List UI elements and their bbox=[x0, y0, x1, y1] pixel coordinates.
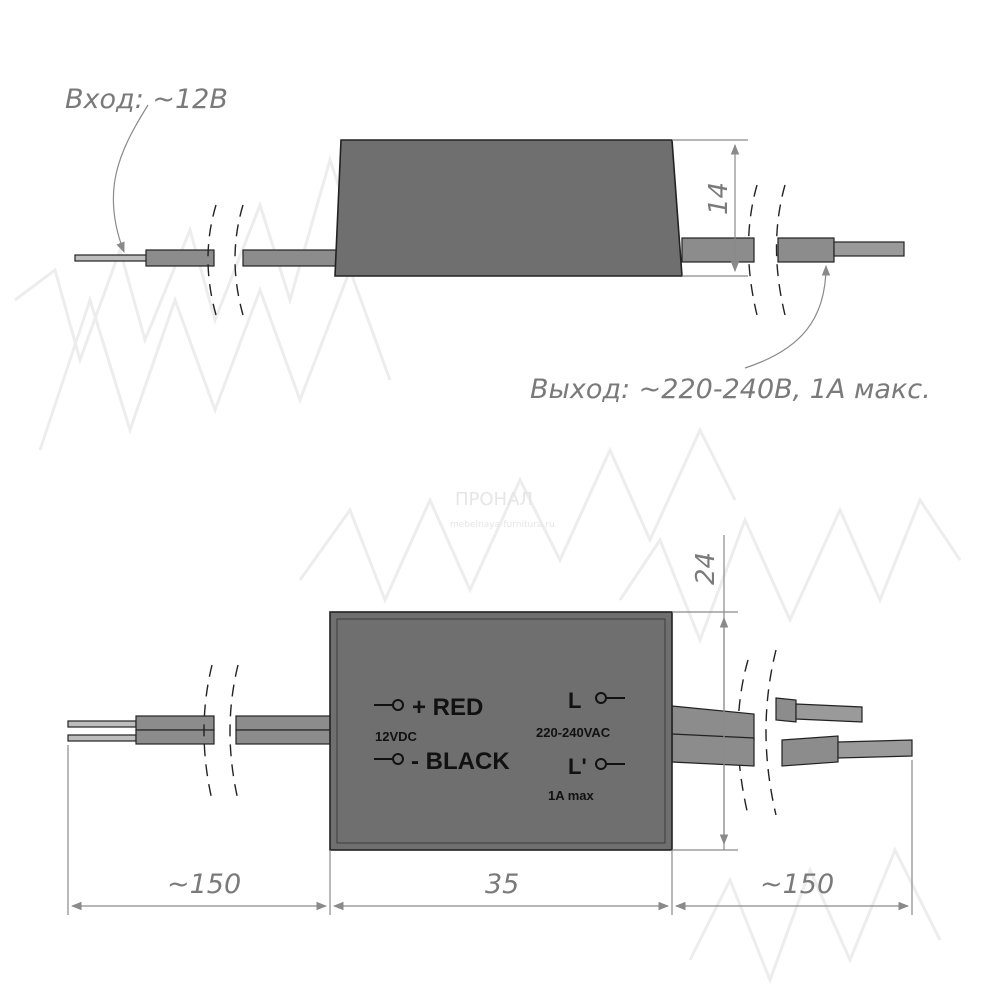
device-body-bevel bbox=[336, 618, 666, 844]
watermark: ПРОНАЛ mebelnaya-furnitura.ru bbox=[14, 154, 962, 985]
side-view: 14 Вход: ~12В Выход: ~220-240В, 1А макс. bbox=[65, 84, 931, 405]
output-wire-thin bbox=[833, 241, 905, 257]
pin-symbols bbox=[374, 692, 625, 770]
output-cable-lprime-segment-2 bbox=[781, 735, 839, 767]
dim-height-bottom-text: 24 bbox=[691, 552, 721, 585]
dim-left-cable-text: ~150 bbox=[167, 869, 241, 900]
output-cable-lprime-segment-1 bbox=[671, 733, 755, 767]
voltage-in-label: 12VDC bbox=[375, 729, 418, 744]
input-cable-core-2a bbox=[135, 729, 215, 745]
input-cable-core-1b bbox=[235, 715, 333, 731]
current-max-label: 1A max bbox=[548, 788, 595, 803]
dim-height-top-text: 14 bbox=[704, 182, 734, 215]
dimension-height-top bbox=[672, 139, 748, 277]
input-wire-red bbox=[67, 720, 137, 728]
input-wire-thin bbox=[74, 254, 148, 262]
device-body-side bbox=[334, 139, 683, 277]
input-cable-core-2b bbox=[235, 729, 333, 745]
input-label: Вход: ~12В bbox=[65, 84, 228, 115]
red-label: + RED bbox=[412, 694, 483, 721]
input-cable-core-1a bbox=[135, 715, 215, 731]
dim-body-width-text: 35 bbox=[485, 869, 519, 900]
l-label: L bbox=[568, 688, 581, 713]
input-leader bbox=[112, 104, 149, 254]
dim-right-cable-text: ~150 bbox=[760, 869, 834, 900]
output-cable-segment-2 bbox=[777, 237, 835, 263]
lprime-label: L' bbox=[568, 754, 587, 779]
device-body-top bbox=[329, 611, 673, 851]
input-wire-black bbox=[67, 734, 137, 742]
output-cable-segment-1 bbox=[681, 237, 755, 263]
input-cable-segment-1 bbox=[145, 249, 215, 267]
output-leader bbox=[744, 264, 831, 369]
black-label: - BLACK bbox=[411, 748, 510, 775]
dimension-height-bottom bbox=[672, 535, 738, 851]
top-view: + RED 12VDC - BLACK L 220-240VAC L' 1A m… bbox=[67, 535, 913, 915]
cable-break-marks-bottom bbox=[203, 649, 777, 816]
watermark-brand: ПРОНАЛ bbox=[455, 489, 533, 510]
red-pin-circle bbox=[392, 699, 404, 711]
output-cable-l-segment-2 bbox=[775, 697, 797, 723]
output-label: Выход: ~220-240В, 1А макс. bbox=[530, 374, 931, 405]
input-cable-segment-2 bbox=[242, 249, 339, 267]
voltage-out-label: 220-240VAC bbox=[536, 725, 611, 740]
output-wire-lprime bbox=[837, 739, 913, 759]
output-wire-l bbox=[795, 703, 863, 723]
black-pin-circle bbox=[392, 753, 404, 765]
watermark-url: mebelnaya-furnitura.ru bbox=[450, 520, 555, 530]
dimension-widths bbox=[67, 745, 913, 915]
